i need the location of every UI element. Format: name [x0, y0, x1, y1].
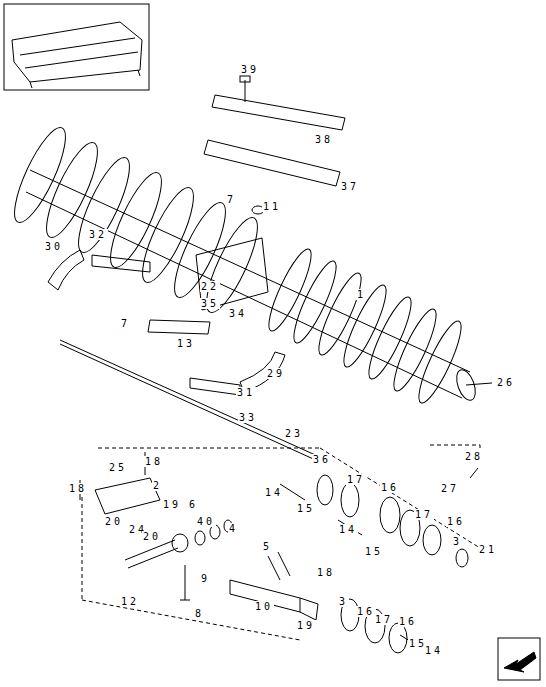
callout-number: 17 [374, 614, 394, 625]
callout-number: 25 [108, 462, 128, 473]
callout-number: 10 [254, 601, 274, 612]
bearings [317, 475, 468, 653]
callout-number: 20 [104, 516, 124, 527]
auger-tube [26, 170, 492, 403]
callout-number: 18 [144, 456, 164, 467]
callout-number: 14 [264, 487, 284, 498]
callout-number: 31 [236, 387, 256, 398]
callout-number: 7 [120, 318, 131, 329]
callout-number: 35 [200, 298, 220, 309]
callout-number: 26 [496, 377, 516, 388]
callout-number: 16 [446, 516, 466, 527]
callout-number: 36 [312, 454, 332, 465]
callout-number: 23 [284, 428, 304, 439]
callout-number: 6 [188, 499, 199, 510]
flight [412, 317, 468, 407]
callout-number: 18 [68, 483, 88, 494]
callout-number: 2 [152, 480, 163, 491]
callout-number: 33 [238, 412, 258, 423]
callout-number: 13 [176, 338, 196, 349]
access-panel [196, 238, 268, 310]
callout-number: 9 [200, 573, 211, 584]
callout-number: 14 [338, 524, 358, 535]
callout-number: 4 [228, 523, 239, 534]
callout-number: 16 [398, 616, 418, 627]
thumbnail-frame [4, 4, 149, 90]
direction-icon [498, 638, 540, 680]
segment-plates [48, 250, 285, 395]
shafts-brackets [80, 452, 478, 647]
callout-number: 37 [340, 181, 360, 192]
callout-number: 11 [262, 201, 282, 212]
callout-number: 30 [44, 241, 64, 252]
callout-number: 16 [380, 482, 400, 493]
callout-number: 20 [142, 531, 162, 542]
callout-number: 19 [296, 620, 316, 631]
callout-number: 12 [120, 596, 140, 607]
callout-number: 14 [424, 645, 444, 656]
callout-number: 22 [200, 281, 220, 292]
callout-number: 40 [196, 516, 216, 527]
callout-number: 3 [338, 596, 349, 607]
dash-frames [82, 445, 480, 640]
callout-number: 38 [314, 134, 334, 145]
thumbnail-machine [12, 22, 142, 88]
callout-number: 17 [346, 474, 366, 485]
callout-number: 3 [452, 536, 463, 547]
rod [60, 340, 322, 462]
callout-number: 7 [226, 194, 237, 205]
top-plates [204, 76, 345, 214]
callout-number: 32 [88, 229, 108, 240]
callout-number: 15 [296, 503, 316, 514]
callout-number: 18 [316, 567, 336, 578]
callout-number: 34 [228, 308, 248, 319]
callout-number: 39 [240, 64, 260, 75]
callout-number: 27 [440, 483, 460, 494]
callout-number: 1 [356, 289, 367, 300]
callout-number: 28 [464, 451, 484, 462]
callout-number: 29 [266, 368, 286, 379]
callout-number: 15 [364, 546, 384, 557]
callout-number: 5 [262, 541, 273, 552]
callout-number: 17 [414, 509, 434, 520]
callout-number: 8 [194, 608, 205, 619]
callout-number: 21 [478, 544, 498, 555]
callout-number: 19 [162, 499, 182, 510]
